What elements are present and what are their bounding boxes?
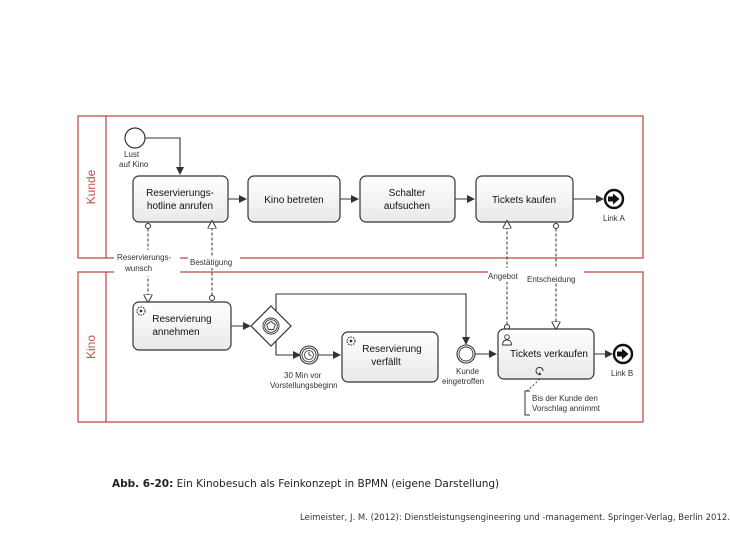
message-confirmation-label: Bestätigung <box>190 258 232 267</box>
figure-caption: Abb. 6-20: Ein Kinobesuch als Feinkonzep… <box>112 478 499 490</box>
link-a-label: Link A <box>603 214 625 223</box>
message-flow-decision <box>554 223 559 327</box>
pool-kunde: Kunde <box>77 115 644 259</box>
task-enter-cinema-label: Kino betreten <box>264 195 324 206</box>
customer-arrived-label-2: eingetroffen <box>442 377 484 386</box>
event-based-gateway <box>250 305 292 347</box>
pool-kino-label: Kino <box>84 335 98 359</box>
task-accept-reservation-label-2: annehmen <box>152 327 199 338</box>
sequence-flow <box>275 341 301 359</box>
annotation-line-1: Bis der Kunde den <box>532 394 598 403</box>
task-counter-label-1: Schalter <box>389 188 426 199</box>
gear-icon <box>136 306 146 316</box>
customer-arrived-event-icon <box>456 344 476 364</box>
task-accept-reservation[interactable]: Reservierung annehmen <box>132 301 232 351</box>
pool-kino: Kino <box>77 271 644 423</box>
figure-number: Abb. 6-20: <box>112 478 174 490</box>
task-counter-label-2: aufsuchen <box>384 201 430 212</box>
task-buy-tickets[interactable]: Tickets kaufen <box>475 175 574 223</box>
annotation-line-2: Vorschlag annimmt <box>532 404 601 413</box>
task-reservation-expires[interactable]: Reservierung verfällt <box>341 331 439 383</box>
task-counter[interactable]: Schalter aufsuchen <box>359 175 456 223</box>
figure-caption-text: Ein Kinobesuch als Feinkonzept in BPMN (… <box>176 478 500 490</box>
message-decision-label: Entscheidung <box>527 275 575 284</box>
task-sell-tickets[interactable]: Tickets verkaufen <box>497 328 595 380</box>
pool-kunde-label: Kunde <box>84 169 98 204</box>
task-sell-tickets-label: Tickets verkaufen <box>510 349 588 360</box>
start-event-label-2: auf Kino <box>119 160 149 169</box>
task-enter-cinema[interactable]: Kino betreten <box>247 175 341 223</box>
gear-icon <box>346 336 356 346</box>
start-event-label-1: Lust <box>124 150 140 159</box>
start-event <box>124 127 146 149</box>
task-reservation-expires-label-1: Reservierung <box>362 344 421 355</box>
task-reservation-hotline-label-1: Reservierungs- <box>146 188 214 199</box>
timer-icon <box>299 345 319 365</box>
message-wish-label-1: Reservierungs- <box>117 253 172 262</box>
message-offer-label: Angebot <box>488 272 519 281</box>
task-accept-reservation-label-1: Reservierung <box>152 314 211 325</box>
sequence-flow <box>275 293 470 345</box>
customer-arrived-label-1: Kunde <box>456 367 480 376</box>
user-icon <box>502 334 512 346</box>
task-reservation-expires-label-2: verfällt <box>371 357 401 368</box>
timer-event-label-1: 30 Min vor <box>284 371 322 380</box>
task-reservation-hotline[interactable]: Reservierungs- hotline anrufen <box>132 175 229 223</box>
link-b-end-event-icon <box>612 343 634 365</box>
source-citation: Leimeister, J. M. (2012): Dienstleistung… <box>300 513 730 523</box>
link-a-end-event-icon <box>603 188 625 210</box>
task-buy-tickets-label: Tickets kaufen <box>492 195 556 206</box>
message-wish-label-2: wunsch <box>124 264 152 273</box>
link-b-label: Link B <box>611 369 633 378</box>
sequence-flow <box>145 137 184 175</box>
annotation: Bis der Kunde den Vorschlag annimmt <box>524 378 601 416</box>
timer-event-label-2: Vorstellungsbeginn <box>270 381 338 390</box>
task-reservation-hotline-label-2: hotline anrufen <box>147 201 213 212</box>
loop-icon <box>535 366 544 376</box>
